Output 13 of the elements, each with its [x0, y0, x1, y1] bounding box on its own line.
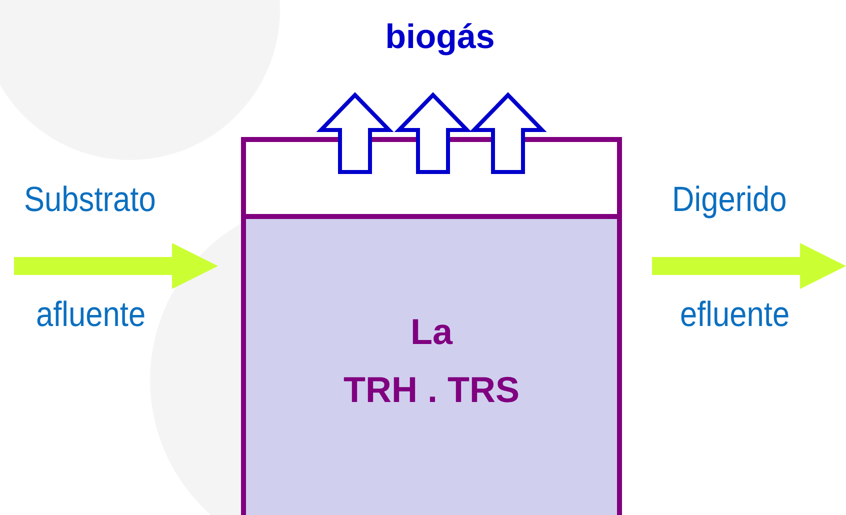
- flow-label: afluente: [36, 295, 146, 335]
- reactor-label: La: [409, 311, 454, 353]
- reactor-liquid-box: [241, 219, 622, 515]
- arrow: [469, 92, 547, 174]
- reactor-label: TRH . TRS: [342, 369, 520, 411]
- arrow: [14, 243, 218, 289]
- arrow: [394, 92, 472, 174]
- biogas-label: biogás: [360, 12, 520, 62]
- flow-label: efluente: [680, 295, 790, 335]
- arrow: [652, 243, 846, 289]
- flow-label: Digerido: [672, 180, 787, 220]
- flow-label: Substrato: [24, 180, 156, 220]
- arrow: [316, 92, 394, 174]
